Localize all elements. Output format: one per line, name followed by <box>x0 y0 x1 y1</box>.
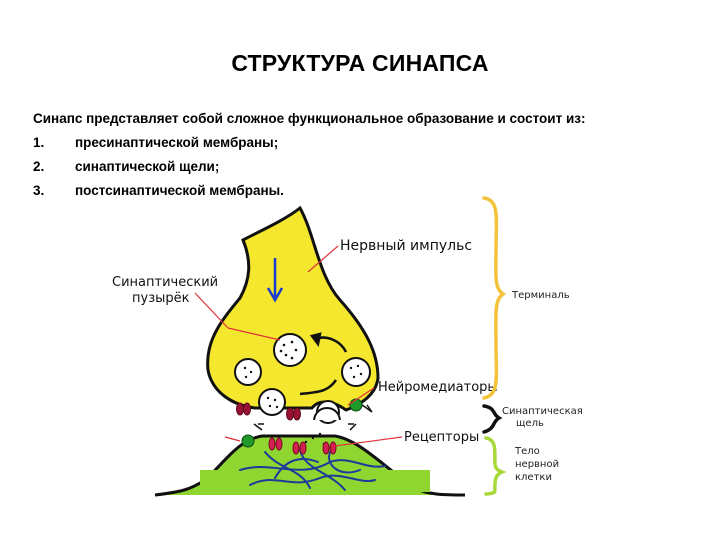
list-item: 3. постсинаптической мембраны. <box>33 179 284 203</box>
label-receptors: Рецепторы <box>404 430 479 445</box>
label-cleft-line1: Синаптическая <box>502 406 583 417</box>
receptor-green <box>241 434 255 448</box>
list-number: 3. <box>33 183 45 198</box>
list-item: 1. пресинаптической мембраны; <box>33 131 284 155</box>
label-body-line2: нервной <box>515 459 559 470</box>
vesicle-dots <box>243 340 363 446</box>
vesicle <box>273 333 307 367</box>
bracket-cell-body <box>484 436 507 496</box>
label-terminal: Терминаль <box>511 290 570 301</box>
presynaptic-receptors <box>236 402 301 421</box>
neurotransmitter-green <box>349 398 363 412</box>
list-item: 2. синаптической щели; <box>33 155 284 179</box>
label-nerve-impulse: Нервный импульс <box>340 238 472 254</box>
label-vesicle-line1: Синаптический <box>112 275 218 290</box>
label-body-line1: Тело <box>514 446 540 457</box>
postsynaptic-receptors <box>268 437 337 455</box>
vesicle <box>234 358 262 386</box>
intro-text: Синапс представляет собой сложное функци… <box>33 111 586 126</box>
list-text: постсинаптической мембраны. <box>75 183 284 198</box>
components-list: 1. пресинаптической мембраны; 2. синаптиче… <box>33 131 284 203</box>
bracket-cleft <box>482 404 503 434</box>
label-body-line3: клетки <box>515 472 552 483</box>
synaptic-cleft-marks <box>253 401 373 431</box>
label-vesicle-line2: пузырёк <box>132 291 190 306</box>
list-text: пресинаптической мембраны; <box>75 135 279 150</box>
recycle-arrows <box>299 332 348 396</box>
label-cleft-line2: щель <box>516 418 544 429</box>
nerve-fibers <box>239 449 386 491</box>
page-title: СТРУКТУРА СИНАПСА <box>231 50 489 76</box>
list-text: синаптической щели; <box>75 159 220 174</box>
list-number: 1. <box>33 135 45 150</box>
vesicle <box>341 357 371 387</box>
bracket-terminal <box>482 196 507 400</box>
label-pointer-lines <box>194 245 403 447</box>
list-number: 2. <box>33 159 45 174</box>
released-vesicle <box>313 407 341 421</box>
impulse-arrow <box>266 258 284 303</box>
vesicle <box>258 388 286 416</box>
cell-body-fill <box>200 470 430 492</box>
label-neurotransmitters: Нейромедиаторы <box>378 380 498 395</box>
